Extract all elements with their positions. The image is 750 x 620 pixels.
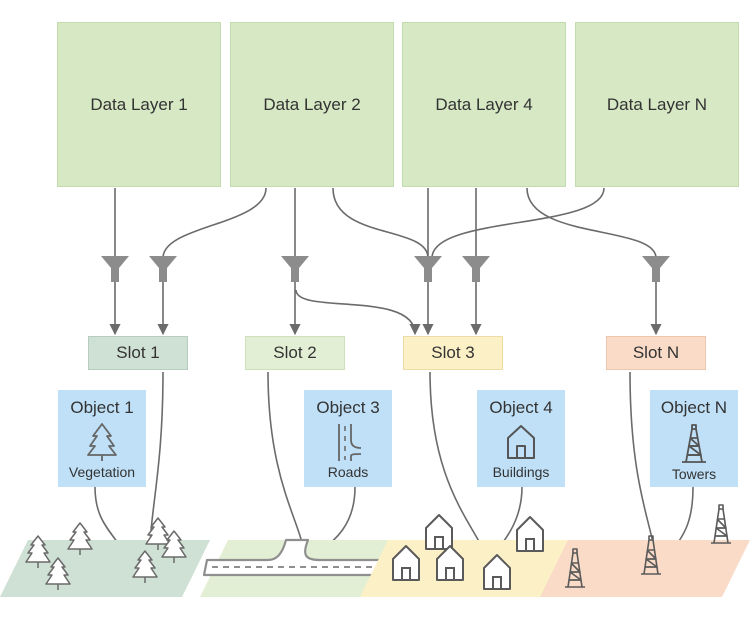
object-n: Object N Towers (650, 390, 738, 487)
road-icon (338, 424, 362, 461)
funnel-icon-5 (462, 256, 490, 282)
slot-3-label: Slot 3 (431, 343, 475, 362)
connector-layerN-funnel4 (431, 187, 605, 259)
house-1 (425, 514, 453, 550)
data-layer-2: Data Layer 2 (230, 22, 394, 187)
data-layer-4-label: Data Layer 4 (435, 94, 533, 114)
tower-3 (710, 504, 732, 544)
slot-1-label: Slot 1 (116, 343, 160, 362)
slot-2-label: Slot 2 (273, 343, 317, 362)
data-layer-4: Data Layer 4 (402, 22, 566, 187)
object-4-title: Object 4 (489, 398, 553, 417)
tower-icon (682, 424, 706, 463)
object-n-title: Object N (660, 398, 728, 417)
object-4: Object 4 Buildings (477, 390, 565, 487)
funnel-icon-4 (414, 256, 442, 282)
funnel-icon-3 (281, 256, 309, 282)
connector-layer2-funnel4 (332, 187, 429, 259)
object-4-label: Buildings (492, 464, 550, 480)
object-3-title: Object 3 (316, 398, 380, 417)
connector-layer4-funnel6 (526, 187, 657, 259)
slot-3: Slot 3 (403, 336, 503, 370)
slot-n-label: Slot N (632, 343, 680, 362)
funnel-icon-6 (642, 256, 670, 282)
data-layer-2-label: Data Layer 2 (263, 94, 361, 114)
tree-icon (87, 423, 117, 461)
connector-layer2-funnel2 (162, 187, 267, 259)
object-1-title: Object 1 (70, 398, 134, 417)
house-icon (507, 425, 535, 459)
data-layer-1: Data Layer 1 (57, 22, 221, 187)
object-1: Object 1 Vegetation (58, 390, 146, 487)
filter-icons (101, 256, 670, 282)
data-layer-n-label: Data Layer N (606, 94, 708, 114)
object-1-label: Vegetation (68, 464, 136, 480)
data-layer-1-label: Data Layer 1 (90, 94, 188, 114)
object-3-label: Roads (327, 464, 369, 480)
house-2 (516, 516, 544, 552)
connector-funnel3-slot3 (295, 289, 421, 336)
slot-2: Slot 2 (245, 336, 345, 370)
slot-1: Slot 1 (88, 336, 188, 370)
slot-n: Slot N (606, 336, 706, 370)
object-3: Object 3 Roads (304, 390, 392, 487)
funnel-icon-1 (101, 256, 129, 282)
object-n-label: Towers (671, 466, 717, 482)
data-layer-n: Data Layer N (575, 22, 739, 187)
funnel-icon-2 (149, 256, 177, 282)
